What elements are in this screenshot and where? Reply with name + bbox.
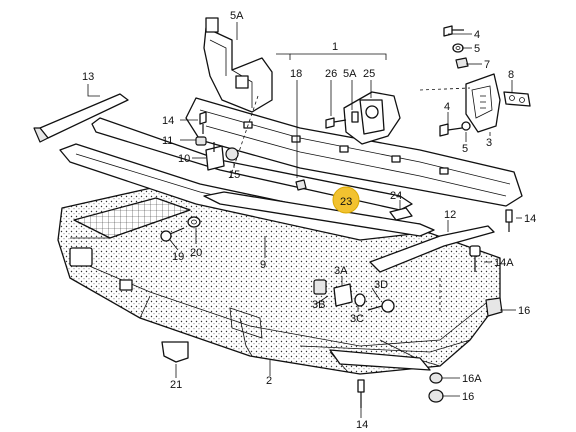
label-3A: 3A [334,265,348,277]
label-16-bottom: 16 [462,391,474,403]
bumper-reinforcement [185,97,523,207]
label-3: 3 [486,137,492,149]
fastener-bolts [160,25,513,408]
leader-lines [87,22,522,418]
label-2: 2 [266,375,272,387]
side-bracket [343,91,401,145]
label-13: 13 [82,71,94,83]
label-4-top: 4 [474,29,480,41]
label-5A-top: 5A [230,10,244,22]
label-26: 26 [325,68,337,80]
label-9: 9 [260,259,266,271]
label-16A: 16A [462,373,482,385]
label-8: 8 [508,69,514,81]
label-11: 11 [162,135,173,147]
label-14-left: 14 [162,115,174,127]
highlight-marker [332,186,360,214]
label-16-right: 16 [518,305,530,317]
upper-trim-strip [91,117,413,211]
bracket-8 [503,91,531,107]
label-20: 20 [190,247,202,259]
label-21: 21 [170,379,182,391]
trim-strip-13 [33,93,129,143]
label-18: 18 [290,68,302,80]
label-15: 15 [228,169,240,181]
label-3B: 3B [312,299,325,311]
label-5-mid: 5 [462,143,468,155]
label-25: 25 [363,68,375,80]
upper-mounting-bracket [203,17,273,113]
label-24: 24 [390,190,402,202]
corner-trim-12 [369,225,495,273]
label-23: 23 [340,196,352,208]
label-19: 19 [172,251,184,263]
label-14-bottom: 14 [356,419,368,431]
label-7: 7 [484,59,490,71]
label-14-right: 14 [524,213,536,225]
trim-strip-23 [203,191,435,237]
label-3C: 3C [350,313,364,325]
impact-absorber [465,73,501,133]
label-10: 10 [178,153,190,165]
label-4-mid: 4 [444,101,450,113]
label-5A-mid: 5A [343,68,357,80]
label-1: 1 [332,41,338,53]
label-12: 12 [444,209,456,221]
label-5-top: 5 [474,43,480,55]
label-14A: 14A [494,257,514,269]
part-labels: 5A 1 18 26 5A 25 4 5 7 8 4 5 3 13 14 11 … [82,10,536,431]
label-3D: 3D [374,279,388,291]
